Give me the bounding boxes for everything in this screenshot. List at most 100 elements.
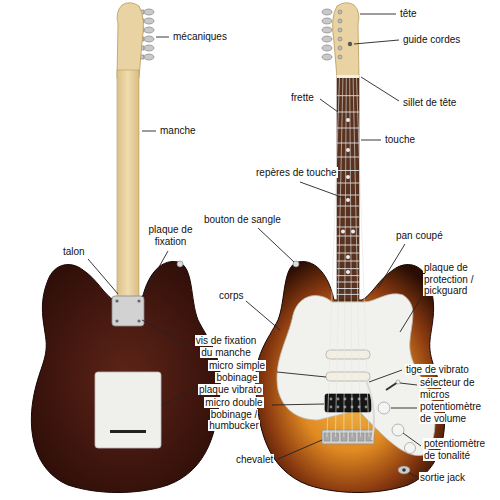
tuner-key (322, 9, 332, 15)
single-coil-pickup (326, 350, 370, 359)
leader-line (400, 383, 417, 385)
saddles (324, 433, 372, 441)
leader-line (142, 320, 188, 346)
leader-line (142, 251, 168, 297)
tuner-key (322, 45, 332, 51)
fret (337, 112, 359, 113)
label-slot: sortie jack (419, 472, 479, 484)
pole-piece (365, 398, 368, 401)
tuner-post (338, 19, 342, 23)
fret (337, 143, 359, 144)
part-label: plaque de protection / pickguard (423, 262, 474, 296)
jack-socket (402, 468, 406, 472)
part-label: micro simple bobinage (208, 360, 266, 383)
leader-line (277, 372, 326, 377)
tone-knob (405, 443, 416, 454)
leader-line (369, 370, 402, 382)
neck-screw (115, 299, 118, 302)
string (335, 78, 343, 437)
part-label: talon (62, 246, 86, 257)
fret-marker (346, 270, 350, 274)
label-slot: touche (384, 134, 434, 146)
fret-marker (346, 255, 350, 259)
volume-knob (378, 402, 390, 414)
leader-line (361, 140, 381, 141)
fret (337, 128, 359, 129)
tuner-key (322, 27, 332, 33)
fret (337, 253, 359, 254)
fret-marker (346, 118, 350, 122)
front-guitar (256, 3, 445, 493)
fret-marker (351, 230, 355, 234)
leader-line (400, 298, 421, 332)
label-slot: talon (62, 246, 97, 258)
label-slot: mécaniques (172, 31, 242, 43)
selector-tip (396, 380, 400, 384)
leader-line (162, 389, 196, 405)
tuner-key (144, 27, 154, 33)
back-headstock (117, 3, 143, 78)
fret (337, 282, 359, 283)
front-tuners (322, 9, 332, 60)
fret (337, 157, 359, 158)
back-neck (117, 70, 139, 302)
pole-piece (337, 398, 340, 401)
label-slot: manche (159, 125, 209, 137)
label-slot: vis de fixation du manche (190, 335, 262, 358)
label-slot: sillet de tête (402, 97, 472, 109)
neck-screw (137, 299, 140, 302)
humbucker-pickup (325, 394, 371, 412)
tuner-post (338, 28, 342, 32)
pole-piece (337, 406, 340, 409)
pole-piece (365, 406, 368, 409)
leader-line (88, 259, 118, 294)
back-guitar (31, 3, 220, 493)
label-slot: tige de vibrato (405, 364, 490, 376)
part-label: manche (159, 125, 197, 136)
fret (337, 268, 359, 269)
fret-markers (341, 118, 355, 274)
bridge (322, 430, 374, 444)
tuner-post (338, 46, 342, 50)
nut (337, 75, 359, 78)
part-label: micro double bobinage / humbucker (204, 397, 263, 431)
strings (327, 78, 369, 437)
leader-line (361, 77, 399, 101)
leader-line (278, 440, 322, 459)
leader-line (272, 404, 324, 405)
label-slot: chevalet (235, 454, 280, 466)
single-coil-pickup (326, 372, 370, 381)
label-slot: plaque vibrato (198, 384, 278, 396)
label-slot: frette (290, 92, 330, 104)
fret-marker (341, 230, 345, 234)
label-slot: micro simple bobinage (200, 360, 274, 383)
part-label: sélecteur de micros (419, 377, 475, 400)
saddle (358, 433, 364, 441)
part-label: touche (384, 134, 416, 145)
tuner-key (144, 18, 154, 24)
fret-marker (346, 175, 350, 179)
fret (337, 183, 359, 184)
neck-screw (137, 319, 140, 322)
leader-line (403, 433, 421, 446)
part-label: plaque de fixation (148, 224, 194, 247)
part-label: sortie jack (419, 472, 466, 483)
leader-line (300, 182, 344, 198)
tremolo-arm (366, 380, 374, 440)
label-slot: plaque de fixation (143, 224, 198, 247)
tuner-post (338, 55, 342, 59)
label-slot: micro double bobinage / humbucker (198, 397, 270, 432)
part-label: potentiomètre de tonalité (423, 438, 486, 461)
part-label: frette (290, 92, 315, 103)
neck-plate (112, 296, 144, 326)
tremolo-cover (95, 372, 161, 448)
tuner-post (338, 37, 342, 41)
part-label: pan coupé (395, 230, 444, 241)
pole-pieces (330, 398, 368, 409)
leader-line (360, 14, 396, 15)
label-slot: repères de touche (255, 167, 350, 179)
pole-piece (330, 398, 333, 401)
tuner-key (144, 45, 154, 51)
leader-line (409, 473, 417, 477)
